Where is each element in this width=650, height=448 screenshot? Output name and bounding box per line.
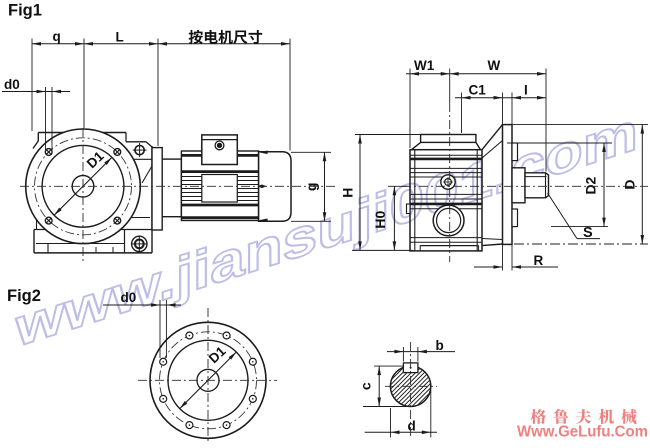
svg-text:I: I [524, 82, 528, 97]
svg-text:Www.GeLufu.Com: Www.GeLufu.Com [517, 424, 648, 441]
svg-text:H: H [340, 188, 356, 198]
svg-text:L: L [116, 30, 124, 45]
svg-text:D: D [622, 179, 638, 189]
svg-text:H0: H0 [372, 211, 388, 229]
svg-text:b: b [436, 338, 444, 353]
svg-text:d0: d0 [121, 290, 137, 305]
svg-text:d: d [408, 419, 416, 434]
svg-text:S: S [583, 225, 593, 241]
svg-text:Fig1: Fig1 [8, 1, 42, 19]
svg-text:R: R [534, 253, 544, 268]
svg-text:Fig2: Fig2 [7, 287, 41, 305]
svg-text:q: q [53, 29, 61, 44]
svg-text:c: c [358, 382, 374, 390]
svg-text:D2: D2 [583, 176, 599, 194]
svg-text:d0: d0 [4, 77, 20, 92]
svg-text:g: g [303, 183, 319, 192]
svg-text:C1: C1 [469, 82, 487, 97]
svg-text:W: W [488, 58, 501, 73]
svg-text:W1: W1 [414, 58, 435, 73]
